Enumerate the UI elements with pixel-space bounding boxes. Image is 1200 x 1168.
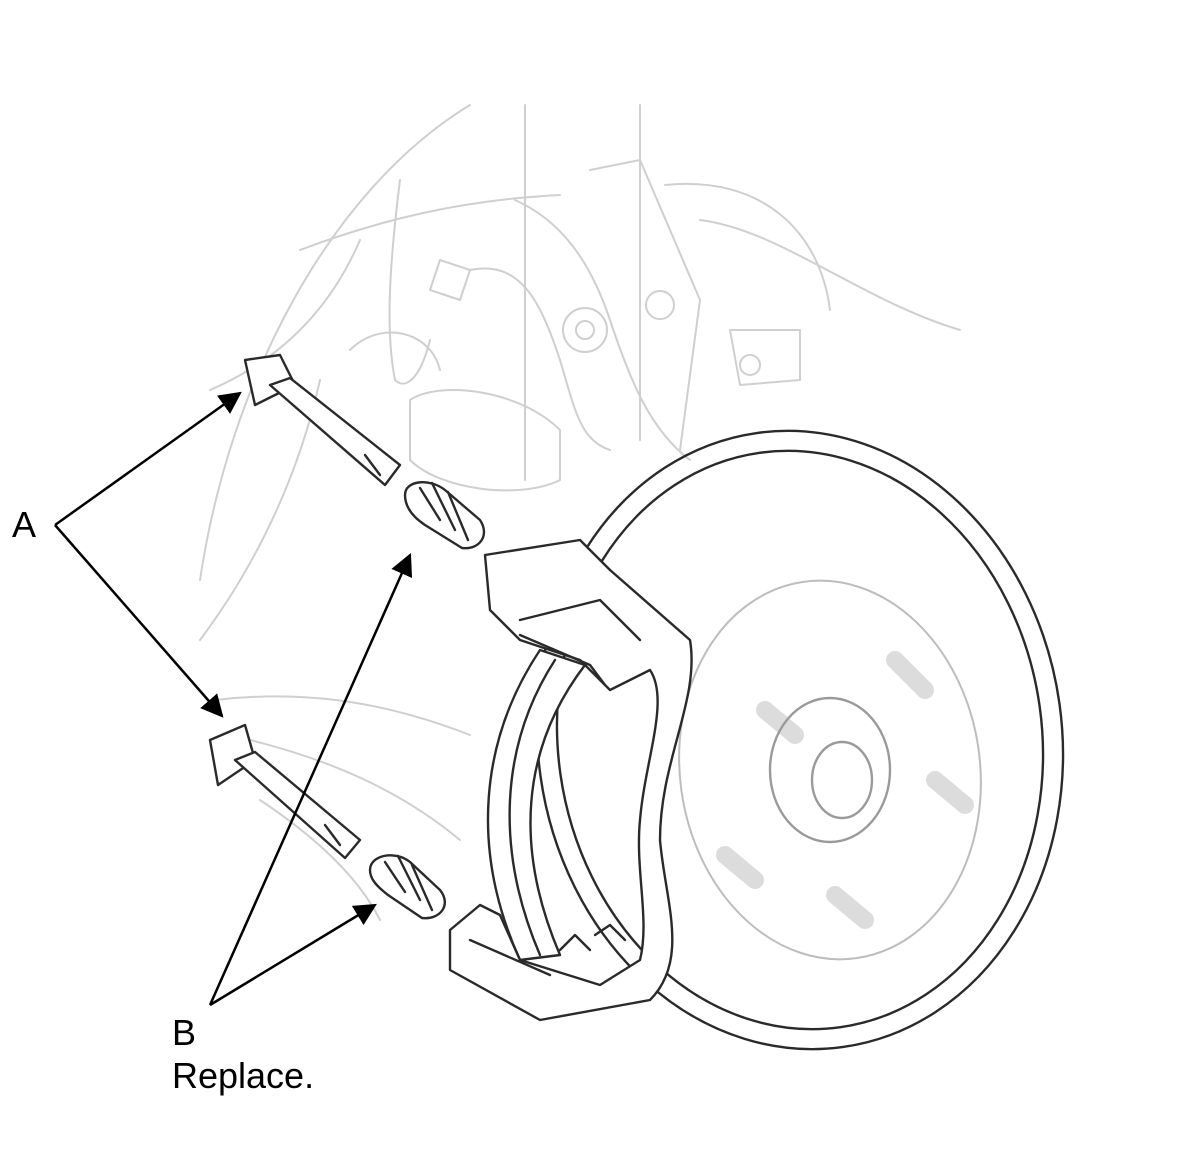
callout-a-label: A: [12, 504, 36, 545]
pin-boot-lower: [368, 854, 446, 920]
callout-b-label: B: [172, 1012, 196, 1053]
caliper-bracket: [448, 538, 693, 1022]
wheel-studs: [716, 651, 974, 929]
guide-pin-upper: [243, 353, 402, 487]
leader-lines-a: [54, 391, 242, 718]
guide-pin-lower: [208, 723, 362, 860]
pin-boot-upper: [403, 481, 486, 550]
callout-b-note: Replace.: [172, 1055, 314, 1096]
brake-pad: [486, 648, 587, 962]
leader-lines-b: [208, 552, 413, 1007]
suspension-background: [199, 104, 961, 921]
brake-disc: [535, 429, 1065, 1051]
